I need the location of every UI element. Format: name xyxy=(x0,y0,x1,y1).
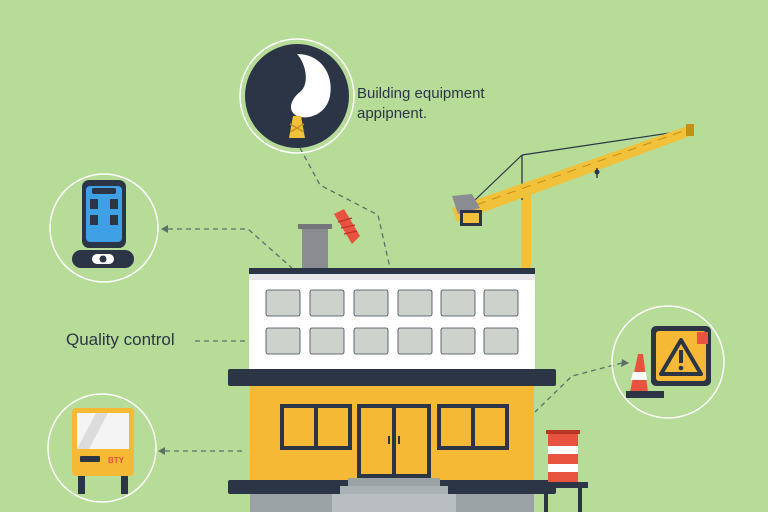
arrowhead-phone xyxy=(161,225,168,233)
signboard-icon: BTY xyxy=(47,393,157,503)
connector-equipment xyxy=(299,147,391,269)
connector-phone xyxy=(168,228,293,269)
lightbulb-icon xyxy=(239,38,355,154)
svg-text:BTY: BTY xyxy=(108,456,125,465)
warning-sign-icon xyxy=(611,305,725,419)
upper-windows xyxy=(265,289,519,355)
building xyxy=(228,209,556,512)
quality-control-label: Quality control xyxy=(66,330,175,349)
connector-lines xyxy=(165,147,623,452)
phone-icon xyxy=(49,173,159,283)
equipment-label-line1: Building equipment xyxy=(357,85,485,102)
crane xyxy=(452,124,694,270)
arrowhead-signboard xyxy=(158,447,165,455)
equipment-label-line2: appipnent. xyxy=(357,105,428,122)
equipment-label: Building equipment appipnent. xyxy=(357,84,527,124)
barrier-barrel xyxy=(536,430,588,512)
arrowhead-warning xyxy=(621,359,629,367)
